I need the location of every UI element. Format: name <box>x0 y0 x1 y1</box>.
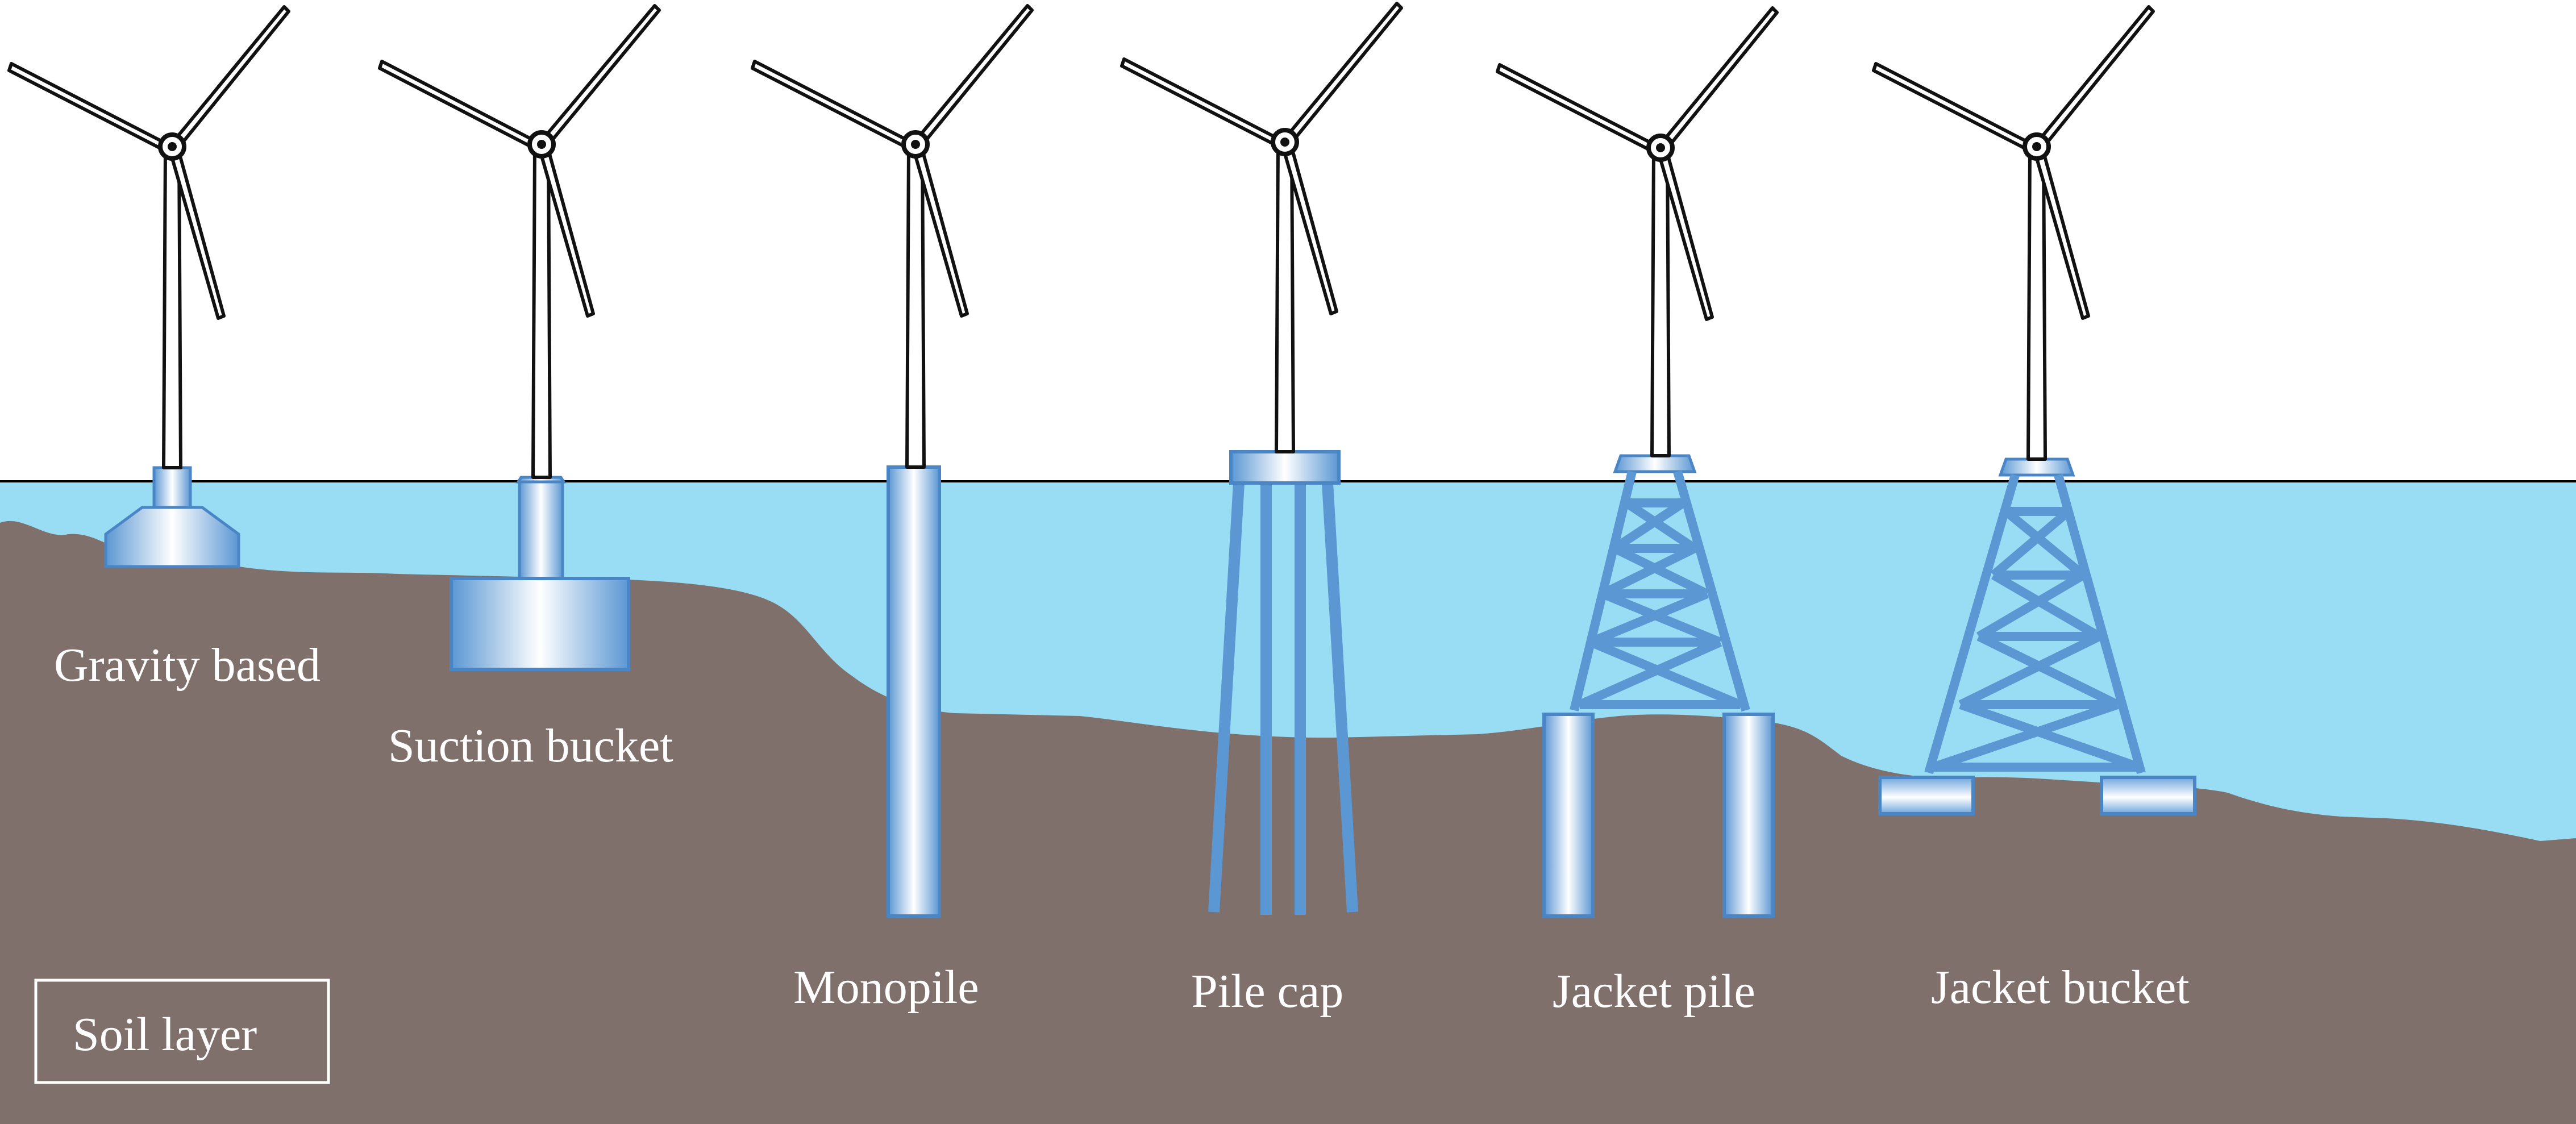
label-jacket-pile: Jacket pile <box>1553 965 1755 1018</box>
label-suction-bucket: Suction bucket <box>388 719 673 772</box>
legend-label: Soil layer <box>73 1008 257 1061</box>
wind-turbine-1 <box>7 5 290 469</box>
gravity-based-foundation <box>104 466 240 568</box>
soil-layer-legend: Soil layer <box>34 979 330 1084</box>
wind-turbine-3 <box>751 4 1034 469</box>
label-jacket-bucket: Jacket bucket <box>1931 961 2190 1014</box>
suction-bucket-foundation <box>450 476 630 671</box>
jacket-pile-foundation <box>1542 454 1775 918</box>
seabed-soil <box>0 521 2576 1124</box>
wind-turbine-5 <box>1496 6 1779 457</box>
wind-turbine-6 <box>1872 5 2155 461</box>
wind-turbine-2 <box>378 4 661 479</box>
wind-turbine-4 <box>1120 2 1403 453</box>
pile-cap-foundation <box>1208 450 1358 915</box>
label-pile-cap: Pile cap <box>1191 965 1343 1018</box>
label-monopile: Monopile <box>793 961 979 1014</box>
label-gravity-based: Gravity based <box>54 639 321 692</box>
monopile-foundation <box>887 465 941 918</box>
